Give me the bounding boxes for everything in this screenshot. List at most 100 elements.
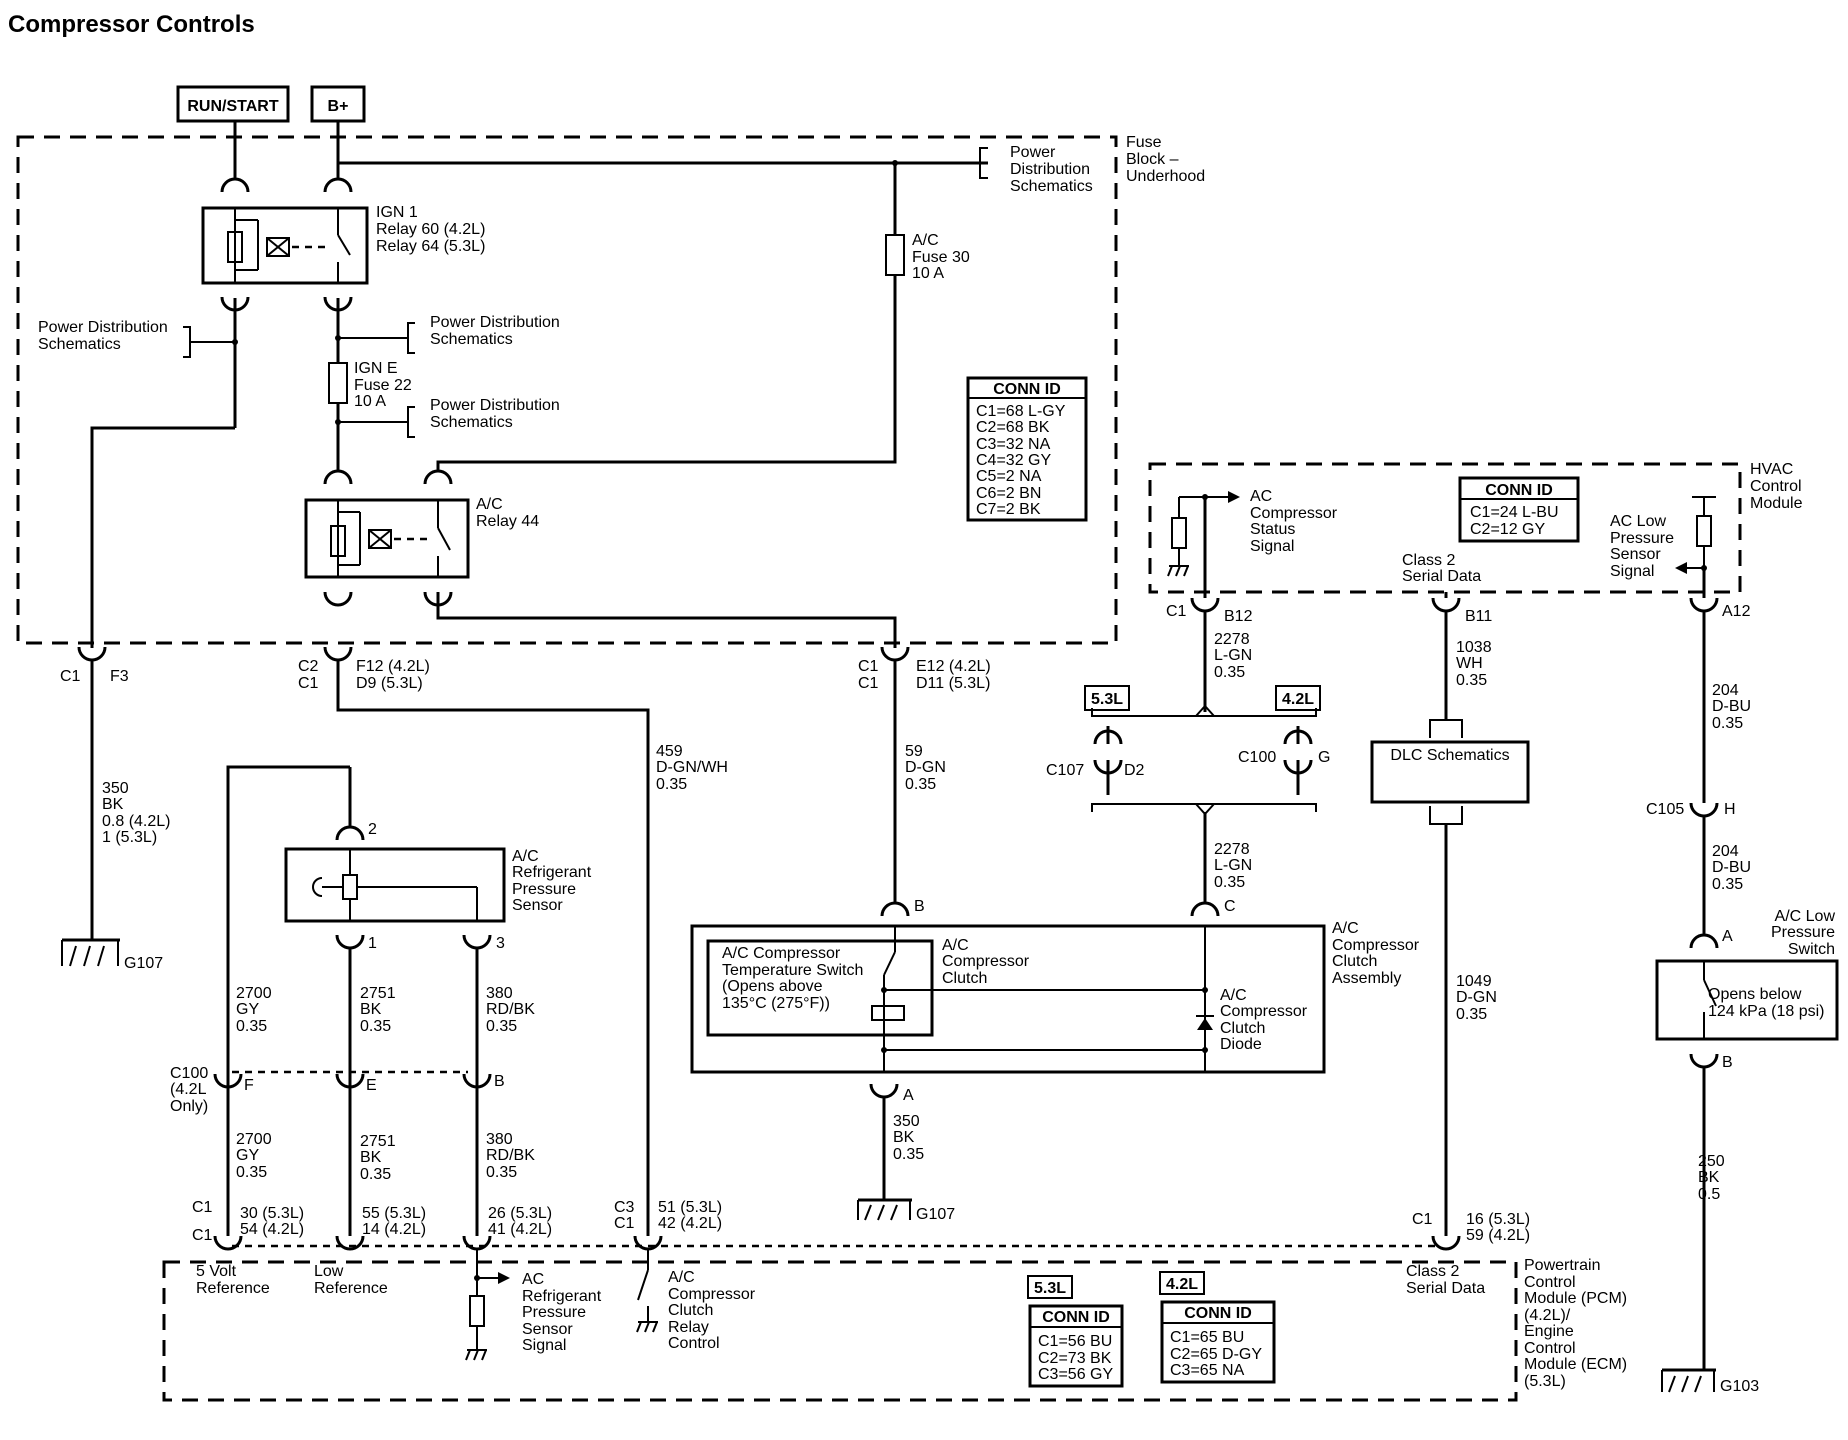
conn-e12-d11-label: E12 (4.2L)D11 (5.3L) [916,658,991,692]
pcm-pin-30 [213,1235,243,1251]
c100-pin-f [213,1073,243,1089]
svg-text:C1=68 L-GY: C1=68 L-GY [976,403,1066,420]
svg-text:C1=65 BU: C1=65 BU [1170,1329,1244,1346]
lps-pin-a-label: A [1722,928,1733,945]
clutch-internal-wiring [871,926,1214,1072]
svg-text:CONN ID: CONN ID [1042,1309,1110,1326]
pcm-conn-id-42: CONN ID C1=65 BU C2=65 D-GY C3=65 NA [1160,1300,1276,1384]
run-start-box: RUN/START [176,85,290,123]
lps-pin-a [1689,933,1719,949]
fuse-block-conn-id: CONN ID C1=68 L-GY C2=68 BK C3=32 NA C4=… [966,376,1088,522]
c100-pin-e [335,1073,365,1089]
conn-b12 [1190,597,1220,613]
conn-f12-d9-label: F12 (4.2L)D9 (5.3L) [356,658,430,692]
run-start-label: RUN/START [187,98,278,115]
ac-fuse-30 [885,234,905,276]
refrig-sensor-box [284,847,506,923]
bplus-box: B+ [310,85,366,123]
svg-text:CONN ID: CONN ID [1184,1305,1252,1322]
engine-split [1091,704,1317,816]
conn-b11 [1431,597,1461,613]
conn-f12-d9 [323,646,353,662]
pcm-conn-id-53: CONN ID C1=56 BU C2=73 BK C3=56 GY [1028,1304,1124,1388]
low-pressure-switch [1655,959,1839,1041]
c100-pin-b-label: B [494,1073,505,1090]
temp-switch-box [706,939,934,1037]
engine-53-box [1084,685,1130,711]
pcm-refrig-signal-circuit [465,1249,510,1361]
engine-53-label: 5.3L [1091,691,1123,708]
hvac-conn-id: CONN ID C1=24 L-BU C2=12 GY [1458,476,1580,543]
sensor-pin-2-label: 2 [368,821,377,838]
svg-text:C6=2 BN: C6=2 BN [976,485,1041,502]
clutch-pin-b-label: B [914,898,925,915]
pcm-engine-42-label: 4.2L [1166,1276,1198,1293]
svg-text:C2=73 BK: C2=73 BK [1038,1350,1112,1367]
conn-a12-label: A12 [1722,603,1751,620]
pcm-pin-26-label: 26 (5.3L)41 (4.2L) [488,1205,552,1238]
g107-left-label: G107 [124,955,163,972]
dlc-schematics-box [1370,740,1530,804]
pcm-engine-53-label: 5.3L [1034,1280,1066,1297]
igne-fuse [328,362,348,404]
clutch-pin-c [1190,901,1220,917]
hvac-status-circuit [1167,491,1240,577]
svg-text:C4=32 GY: C4=32 GY [976,452,1051,469]
svg-text:C1=56 BU: C1=56 BU [1038,1333,1112,1350]
g103-label: G103 [1720,1378,1759,1395]
pcm-pin-16 [1431,1235,1461,1251]
ac-relay-44 [304,469,470,607]
svg-text:C3=65 NA: C3=65 NA [1170,1362,1245,1379]
pcm-pin-16-conn: C1 [1412,1211,1433,1228]
fuse-block-outline [16,135,1118,645]
svg-text:C2=12 GY: C2=12 GY [1470,521,1545,538]
hvac-module-outline [1148,462,1742,594]
g107-right-label: G107 [916,1206,955,1223]
conn-e12-d11 [880,646,910,662]
ign1-relay [201,177,369,312]
clutch-pin-a [869,1083,899,1099]
pcm-pin-55 [335,1235,365,1251]
svg-text:C7=2 BK: C7=2 BK [976,501,1041,518]
pcm-pin-26 [462,1235,492,1251]
pcm-pin-51-label: 51 (5.3L)42 (4.2L) [658,1199,722,1232]
clutch-pin-c-label: C [1224,898,1236,915]
conn-c105-h [1689,802,1719,818]
svg-text:C1=24 L-BU: C1=24 L-BU [1470,504,1559,521]
lps-pin-b-label: B [1722,1054,1733,1071]
